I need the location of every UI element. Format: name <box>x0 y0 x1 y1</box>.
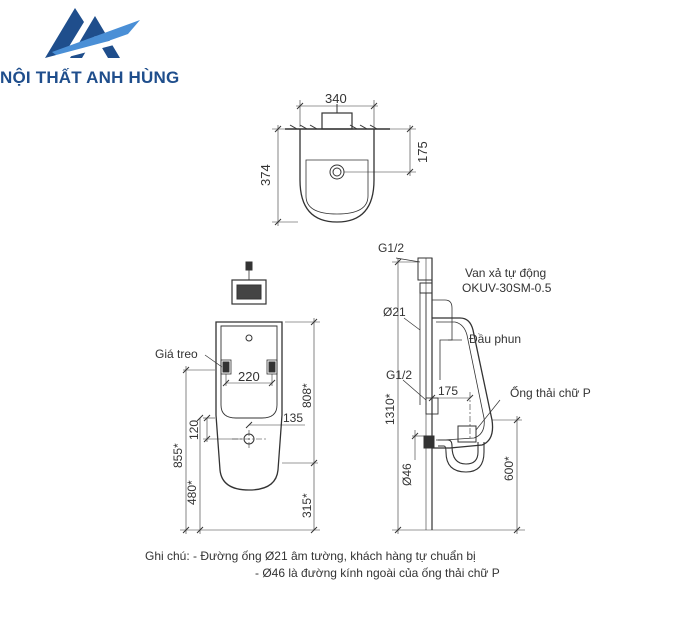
dim-120-label: 120 <box>187 420 201 440</box>
top-height-label: 374 <box>258 164 273 186</box>
hanger-spacing-label: 220 <box>238 369 260 384</box>
g12-top-label: G1/2 <box>378 241 404 255</box>
valve-label-line2: OKUV-30SM-0.5 <box>462 281 552 295</box>
dim-600-label: 600* <box>502 456 516 481</box>
dim-135-label: 135 <box>283 411 303 425</box>
front-view <box>180 261 320 534</box>
brand-name: NỘI THẤT ANH HÙNG <box>0 68 180 87</box>
dim-855-label: 855* <box>171 443 185 468</box>
dim-46-label: Ø46 <box>400 463 414 486</box>
dim-315-label: 315* <box>300 493 314 518</box>
hanger-label: Giá treo <box>155 347 198 361</box>
g12-bottom-label: G1/2 <box>386 368 412 382</box>
spray-head-label: Đầu phun <box>469 332 521 346</box>
dim-480-label: 480* <box>185 480 199 505</box>
pipe-21-label: Ø21 <box>383 305 406 319</box>
side-dim-175-label: 175 <box>438 384 458 398</box>
top-width-label: 340 <box>325 91 347 106</box>
note-line-2: - Ø46 là đường kính ngoài của ống thải c… <box>255 566 500 580</box>
valve-label-line1: Van xả tự động <box>465 266 546 280</box>
note-line-1: Ghi chú: - Đường ống Ø21 âm tường, khách… <box>145 549 476 563</box>
dim-808-label: 808* <box>300 383 314 408</box>
top-view <box>272 100 416 226</box>
p-trap-label: Ống thải chữ P <box>510 385 591 400</box>
top-drain-offset-label: 175 <box>415 141 430 163</box>
dim-1310-label: 1310* <box>383 393 397 425</box>
side-view <box>392 257 525 534</box>
brand-logo-icon <box>30 8 150 66</box>
